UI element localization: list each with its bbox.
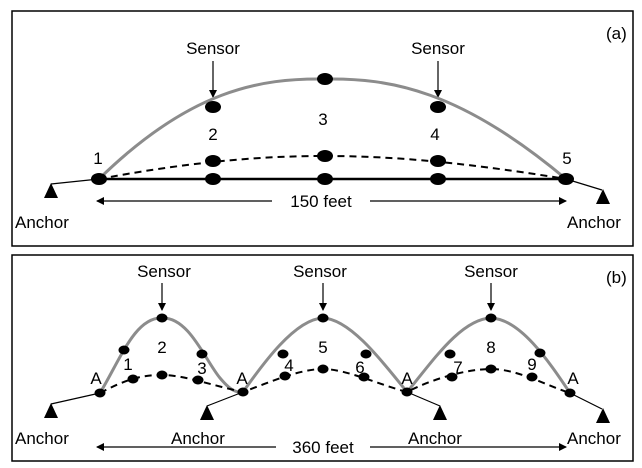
panel-a-node-3-top <box>317 73 333 85</box>
panel-a-node-label-4: 4 <box>430 125 439 144</box>
panel-b-node-1 <box>127 374 139 384</box>
panel-a-node-label-1: 1 <box>93 149 102 168</box>
panel-a-node-3-mid <box>317 150 333 162</box>
panel-b-node-5-dashed <box>317 364 329 374</box>
panel-b-anchor-3-icon <box>433 405 447 420</box>
panel-a-node-2-mid <box>205 155 221 167</box>
panel-b-junction-node-3 <box>401 387 413 397</box>
panel-b-node-2-right <box>196 349 208 359</box>
panel-a-dashed-curve <box>98 154 567 180</box>
panel-a-sensor-node-2-top <box>205 101 221 113</box>
panel-b-node-8-right <box>534 348 546 358</box>
panel-b-node-9 <box>526 372 538 382</box>
panel-a-sensor-label-left: Sensor <box>186 39 240 58</box>
panel-b-junction-node-2 <box>237 387 249 397</box>
panel-a-node-label-2: 2 <box>208 125 217 144</box>
panel-b-anchor-1-icon <box>44 403 58 418</box>
panel-b-label-a-2: A <box>236 369 248 388</box>
panel-b-label-1: 1 <box>123 355 132 374</box>
panel-b-sensor-label-1: Sensor <box>137 262 191 281</box>
panel-a-node-3-bottom <box>317 173 333 185</box>
panel-b-label-4: 4 <box>284 356 293 375</box>
panel-b-sensor-label-2: Sensor <box>293 262 347 281</box>
panel-b-node-7 <box>446 372 458 382</box>
panel-b-junction-node-1 <box>94 388 106 398</box>
panel-b-label-8: 8 <box>486 338 495 357</box>
panel-b-anchor-label-3: Anchor <box>408 429 462 448</box>
panel-a-node-4-bottom <box>430 173 446 185</box>
panel-b-tether-1 <box>50 392 101 405</box>
panel-b-junction-node-4 <box>564 388 576 398</box>
panel-b-tether-4 <box>569 392 603 410</box>
panel-b-node-5-left <box>277 349 289 359</box>
panel-a-anchor-right-icon <box>596 189 610 204</box>
panel-b-anchor-label-2: Anchor <box>171 429 225 448</box>
panel-b-sensor-node-5 <box>317 313 329 323</box>
panel-a: (a) Sensor Sensor 1 2 3 <box>11 10 634 247</box>
panel-a-node-5 <box>558 173 574 185</box>
panel-b-node-2-left <box>118 345 130 355</box>
panel-b-node-6 <box>358 372 370 382</box>
panel-b-node-4 <box>279 371 291 381</box>
panel-b: (b) Sensor Sensor Sensor <box>11 254 634 462</box>
panel-a-anchor-label-right: Anchor <box>567 213 621 232</box>
panel-b-sensor-label-3: Sensor <box>464 262 518 281</box>
panel-a-anchor-left-icon <box>44 183 58 198</box>
panel-a-anchor-label-left: Anchor <box>15 213 69 232</box>
panel-b-label-6: 6 <box>355 358 364 377</box>
panel-a-sensor-label-right: Sensor <box>411 39 465 58</box>
panel-b-sensor-node-8 <box>485 313 497 323</box>
panel-b-node-8-dashed <box>485 364 497 374</box>
panel-a-node-label-5: 5 <box>562 149 571 168</box>
panel-a-node-4-mid <box>430 155 446 167</box>
panel-b-label-2: 2 <box>157 338 166 357</box>
panel-b-span-label: 360 feet <box>292 438 354 457</box>
panel-a-tag: (a) <box>606 24 627 43</box>
panel-b-label-5: 5 <box>318 338 327 357</box>
panel-b-anchor-4-icon <box>596 408 610 423</box>
panel-b-anchor-label-1: Anchor <box>15 429 69 448</box>
panel-b-label-a-1: A <box>90 369 102 388</box>
panel-b-label-9: 9 <box>527 355 536 374</box>
panel-a-node-1 <box>91 173 107 185</box>
panel-a-frame <box>11 10 634 247</box>
panel-b-node-2-dashed <box>156 370 168 380</box>
panel-b-node-3 <box>192 375 204 385</box>
panel-b-label-3: 3 <box>197 359 206 378</box>
panel-a-sensor-node-4-top <box>430 101 446 113</box>
panel-b-label-a-4: A <box>567 369 579 388</box>
panel-b-tag: (b) <box>606 268 627 287</box>
panel-a-tether-left <box>50 178 100 185</box>
panel-b-node-5-right <box>360 349 372 359</box>
panel-b-sensor-node-2 <box>156 313 168 323</box>
panel-b-anchor-2-icon <box>200 405 214 420</box>
panel-b-tether-2 <box>206 391 244 407</box>
panel-a-node-label-3: 3 <box>318 110 327 129</box>
panel-b-label-a-3: A <box>401 369 413 388</box>
panel-b-anchor-label-4: Anchor <box>567 429 621 448</box>
panel-a-node-2-bottom <box>205 173 221 185</box>
panel-b-node-8-left <box>444 349 456 359</box>
panel-a-span-label: 150 feet <box>290 192 352 211</box>
panel-b-tether-3 <box>406 391 441 407</box>
panel-b-label-7: 7 <box>453 358 462 377</box>
